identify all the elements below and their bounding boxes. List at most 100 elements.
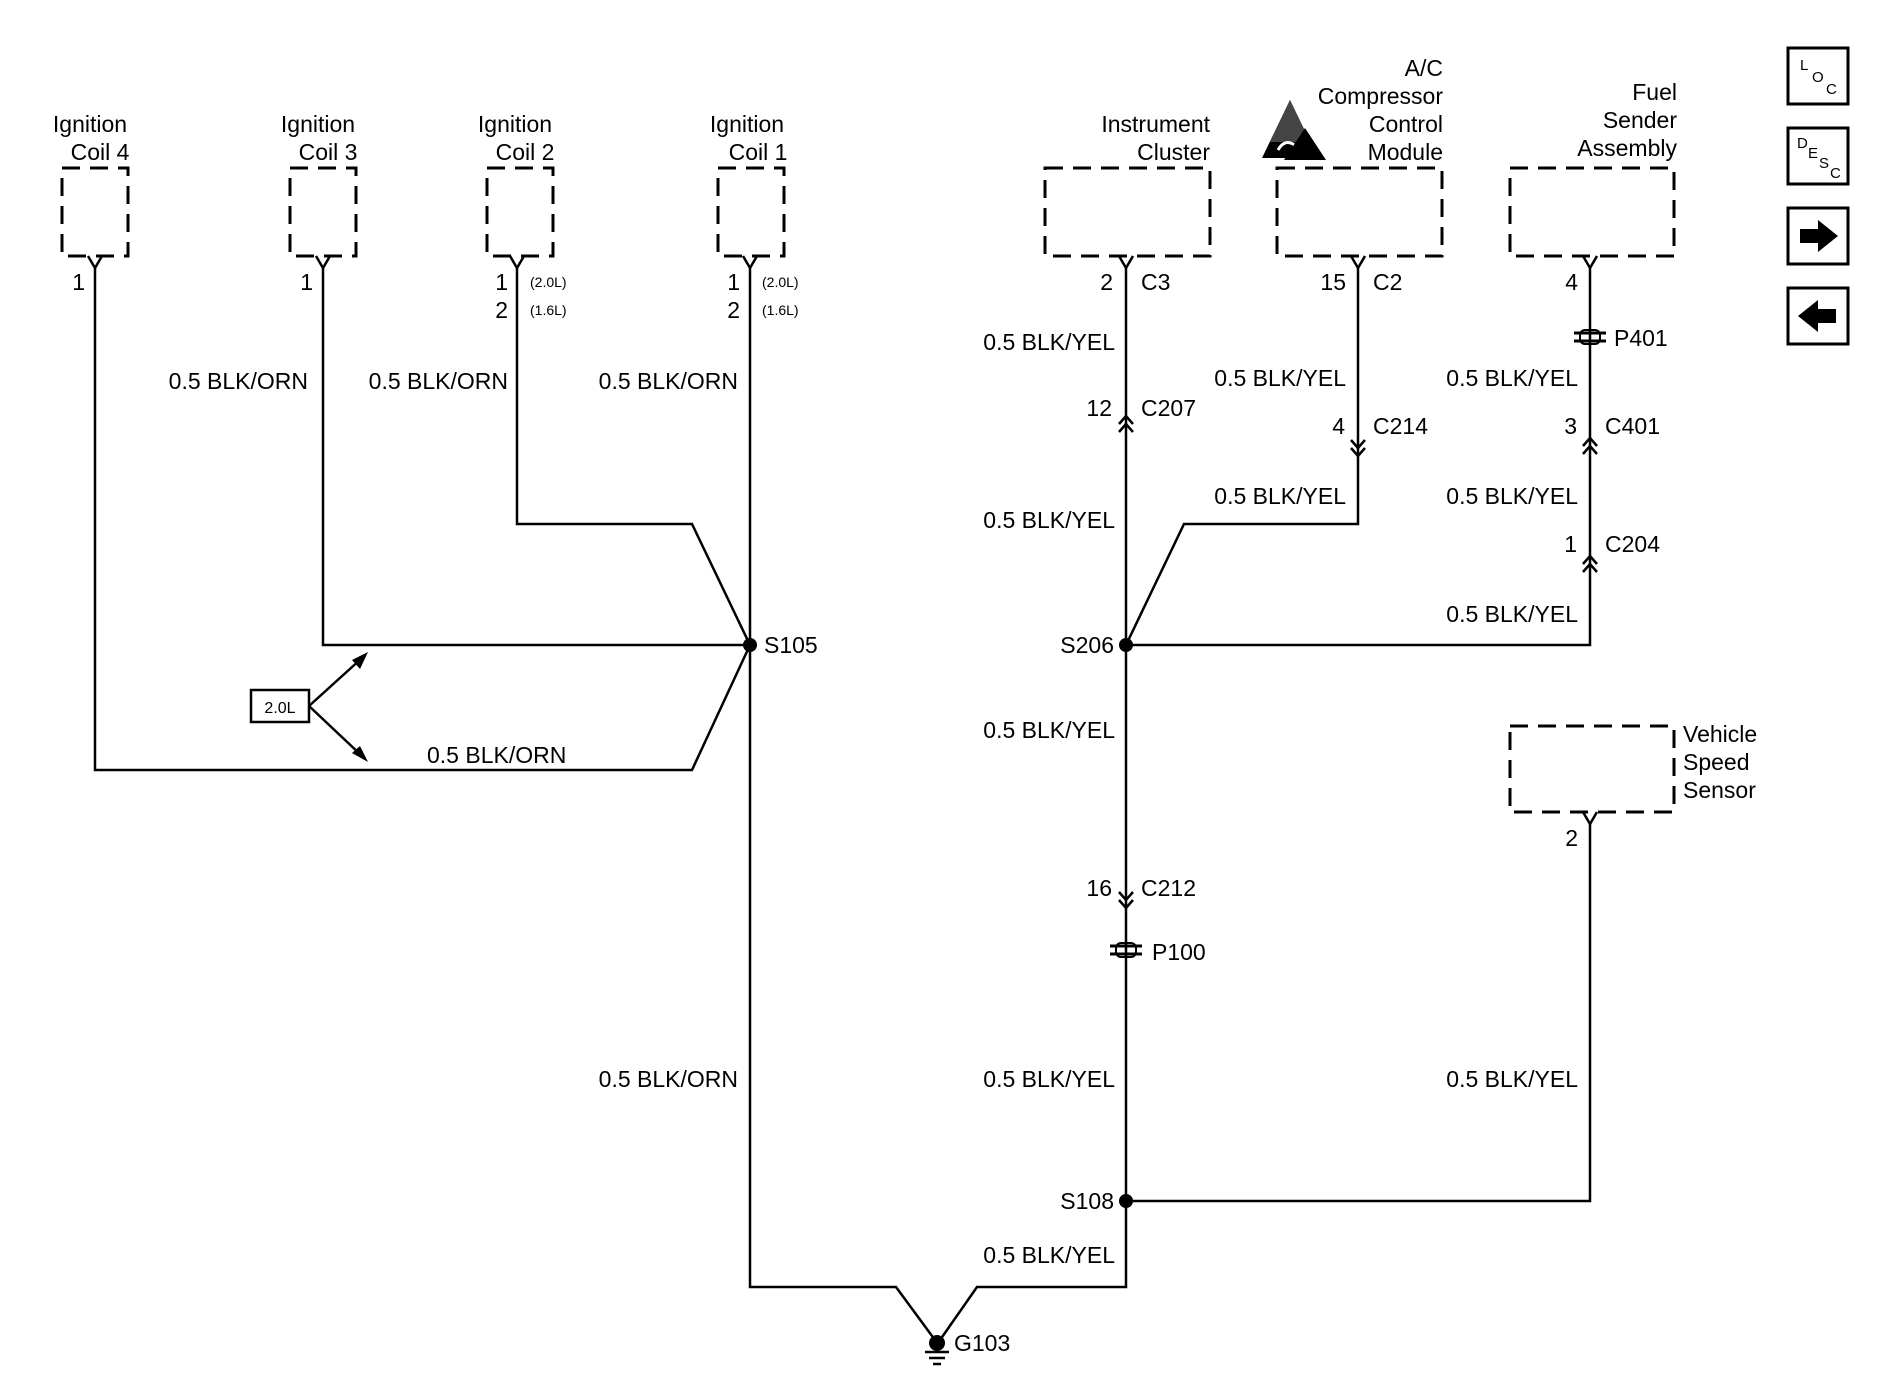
svg-text:0.5 BLK/YEL: 0.5 BLK/YEL [1446,601,1578,627]
svg-text:Ignition: Ignition [53,111,127,137]
svg-text:(1.6L): (1.6L) [762,302,799,318]
svg-text:15: 15 [1320,269,1346,295]
engine-notes: (2.0L) (1.6L) (2.0L) (1.6L) [530,274,799,318]
svg-text:S: S [1819,155,1829,172]
svg-text:P100: P100 [1152,939,1206,965]
svg-text:Sender: Sender [1603,107,1678,133]
svg-text:E: E [1808,145,1818,162]
coil-1-box [716,166,786,258]
svg-text:(2.0L): (2.0L) [530,274,567,290]
pass-through-p401-symbol [1574,329,1606,345]
svg-text:2: 2 [1100,269,1113,295]
connector-c401-symbol [1582,436,1598,455]
ground-symbol-icon [925,1335,949,1366]
svg-text:C204: C204 [1605,531,1660,557]
svg-text:4: 4 [1565,269,1578,295]
svg-text:2.0L: 2.0L [264,700,295,717]
svg-text:(2.0L): (2.0L) [762,274,799,290]
svg-text:C401: C401 [1605,413,1660,439]
arrow-right-icon [1800,220,1838,252]
connector-c204-symbol [1582,554,1598,573]
svg-text:12: 12 [1086,395,1112,421]
svg-text:0.5 BLK/ORN: 0.5 BLK/ORN [599,1066,738,1092]
coil-2-box [485,166,555,258]
splice-s206-dot [1119,638,1133,652]
svg-text:0.5 BLK/YEL: 0.5 BLK/YEL [1214,483,1346,509]
fuel-sender-box [1508,166,1676,258]
svg-text:2: 2 [727,297,740,323]
svg-text:P401: P401 [1614,325,1668,351]
esd-warning-icon [1262,100,1326,160]
svg-text:0.5 BLK/YEL: 0.5 BLK/YEL [983,329,1115,355]
svg-text:0.5 BLK/YEL: 0.5 BLK/YEL [983,507,1115,533]
splice-labels: S105 S206 S108 G103 [764,632,1114,1356]
svg-text:3: 3 [1564,413,1577,439]
svg-text:A/C: A/C [1405,55,1443,81]
svg-text:Coil 4: Coil 4 [71,139,130,165]
svg-text:2: 2 [1565,825,1578,851]
wires-ground-ignition [93,268,937,1341]
svg-text:Ignition: Ignition [478,111,552,137]
arrow-left-icon [1798,300,1836,332]
svg-text:L: L [1800,57,1808,74]
svg-text:S206: S206 [1060,632,1114,658]
component-label-coil-1: Ignition Coil 1 [710,111,787,165]
svg-text:1: 1 [495,269,508,295]
location-button[interactable]: L O C [1786,46,1850,106]
svg-text:16: 16 [1086,875,1112,901]
vehicle-speed-sensor-box [1508,724,1676,814]
svg-text:(1.6L): (1.6L) [530,302,567,318]
svg-text:Compressor: Compressor [1318,83,1444,109]
splice-s108-dot [1119,1194,1133,1208]
connector-c214-symbol [1350,439,1366,458]
svg-text:Sensor: Sensor [1683,777,1756,803]
connector-c212-symbol [1118,891,1134,910]
splice-s105-dot [743,638,757,652]
svg-text:1: 1 [72,269,85,295]
svg-text:S108: S108 [1060,1188,1114,1214]
svg-text:Coil 1: Coil 1 [729,139,788,165]
instrument-cluster-box [1043,166,1212,258]
svg-text:Cluster: Cluster [1137,139,1210,165]
svg-text:1: 1 [300,269,313,295]
svg-text:Assembly: Assembly [1577,135,1677,161]
svg-text:C: C [1826,81,1837,98]
wire-labels-orn: 0.5 BLK/ORN 0.5 BLK/ORN 0.5 BLK/ORN 0.5 … [169,368,738,1092]
svg-text:O: O [1812,69,1824,86]
svg-text:0.5 BLK/YEL: 0.5 BLK/YEL [983,1242,1115,1268]
svg-text:0.5 BLK/ORN: 0.5 BLK/ORN [599,368,738,394]
svg-text:Fuel: Fuel [1632,79,1677,105]
svg-text:0.5 BLK/YEL: 0.5 BLK/YEL [983,1066,1115,1092]
connector-c207-symbol [1118,414,1134,433]
previous-page-button[interactable] [1786,286,1850,346]
component-label-vehicle-speed-sensor: Vehicle Speed Sensor [1683,721,1757,803]
svg-text:Control: Control [1369,111,1443,137]
svg-text:C214: C214 [1373,413,1428,439]
component-label-fuel-sender: Fuel Sender Assembly [1577,79,1677,161]
description-button[interactable]: D E S C [1786,126,1850,186]
svg-text:C207: C207 [1141,395,1196,421]
pin-numbers: 1 1 1 2 1 2 2 15 4 2 12 4 3 1 16 [72,269,1578,901]
next-page-button[interactable] [1786,206,1850,266]
component-label-coil-3: Ignition Coil 3 [281,111,357,165]
svg-text:1: 1 [727,269,740,295]
component-label-ac-compressor-module: A/C Compressor Control Module [1318,55,1444,165]
svg-text:S105: S105 [764,632,818,658]
svg-text:Ignition: Ignition [281,111,355,137]
terminal-symbols [86,255,1599,827]
component-label-coil-2: Ignition Coil 2 [478,111,554,165]
ac-module-box [1275,166,1444,258]
svg-text:Coil 3: Coil 3 [299,139,358,165]
svg-text:Instrument: Instrument [1101,111,1210,137]
svg-text:0.5 BLK/ORN: 0.5 BLK/ORN [369,368,508,394]
svg-text:C2: C2 [1373,269,1402,295]
svg-text:C212: C212 [1141,875,1196,901]
svg-text:0.5 BLK/ORN: 0.5 BLK/ORN [169,368,308,394]
svg-text:Ignition: Ignition [710,111,784,137]
svg-text:C3: C3 [1141,269,1170,295]
svg-text:C: C [1830,165,1841,182]
svg-text:Speed: Speed [1683,749,1750,775]
component-label-instrument-cluster: Instrument Cluster [1101,111,1210,165]
wires-ground-accessories [938,268,1592,1341]
